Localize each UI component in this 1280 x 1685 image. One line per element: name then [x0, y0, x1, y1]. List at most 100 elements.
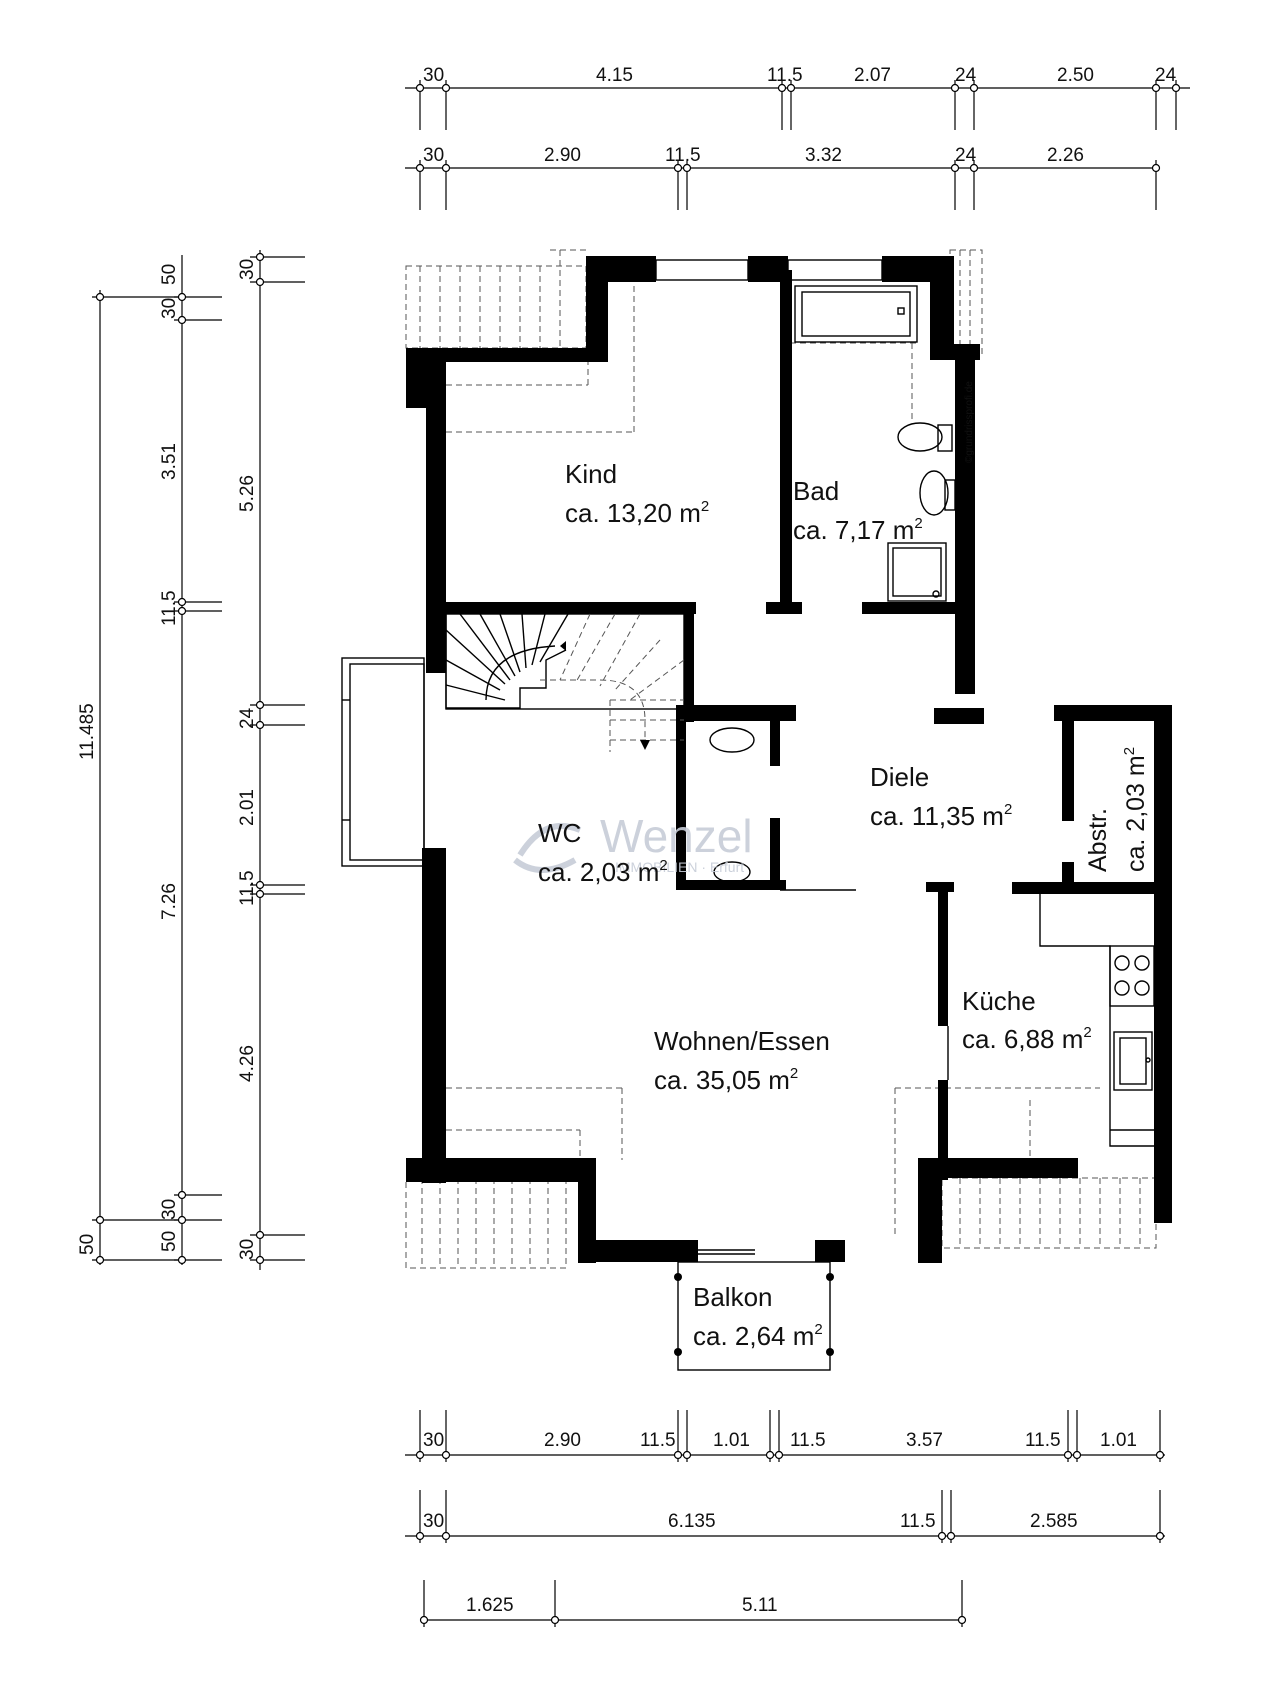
dim-label: 11.5: [790, 1430, 826, 1451]
dim-label: 24: [955, 65, 977, 86]
left-dimension-outer: 11.485 50: [77, 290, 180, 1265]
dim-label: 2.90: [544, 145, 581, 166]
walls: [406, 256, 1172, 1263]
dim-label: 50: [77, 1234, 98, 1255]
watermark: Wenzel IMMOBILIEN · Erfurt: [513, 810, 753, 875]
dim-label: 4.26: [237, 1045, 258, 1082]
dim-label: 2.01: [237, 789, 258, 826]
copyright-label: ©grundrissprofi.de: [964, 381, 975, 463]
dim-label: 2.07: [854, 65, 891, 86]
stove-burner-icon: [1114, 980, 1130, 996]
dim-label: 3.57: [906, 1430, 943, 1451]
dim-label: 50: [159, 264, 180, 285]
dim-label: 5.26: [237, 475, 258, 512]
dim-label: 24: [955, 145, 977, 166]
room-label-wc: WC ca. 2,03 m2: [538, 818, 668, 887]
wc-fixtures: [709, 727, 856, 891]
room-label-diele: Diele ca. 11,35 m2: [870, 762, 1012, 831]
sink-icon: [897, 422, 943, 452]
area-unit-sup: 2: [1121, 747, 1138, 755]
dim-label: 3.51: [159, 443, 180, 480]
svg-text:ca. 2,03 m2: ca. 2,03 m2: [538, 857, 668, 887]
area-unit-sup: 2: [914, 515, 922, 532]
svg-text:ca. 6,88 m2: ca. 6,88 m2: [962, 1024, 1092, 1054]
top-dimension-row-1: 30 4.15 11.5 2.07 24 2.50 24: [405, 65, 1190, 130]
room-name: WC: [538, 818, 581, 848]
dim-label: 30: [237, 1239, 258, 1260]
room-name: Abstr.: [1084, 808, 1112, 872]
dim-label: 50: [159, 1231, 180, 1252]
dim-label: 30: [423, 1430, 444, 1451]
room-name: Kind: [565, 459, 617, 489]
dim-label: 11.5: [900, 1511, 936, 1532]
room-name: Küche: [962, 986, 1036, 1016]
stove-burner-icon: [1114, 955, 1130, 971]
room-label-abstr: Abstr. ca. 2,03 m2: [1084, 747, 1150, 872]
room-name: Bad: [793, 476, 839, 506]
area-unit-sup: 2: [1004, 801, 1012, 818]
room-area: ca. 2,03 m: [538, 857, 659, 887]
area-unit-sup: 2: [659, 857, 667, 874]
dim-label: 30: [423, 1511, 444, 1532]
svg-text:ca. 11,35 m2: ca. 11,35 m2: [870, 801, 1012, 831]
room-area: ca. 11,35 m: [870, 801, 1004, 831]
area-unit-sup: 2: [1083, 1024, 1091, 1041]
svg-text:ca. 2,03 m2: ca. 2,03 m2: [1121, 747, 1150, 872]
svg-text:ca. 2,64 m2: ca. 2,64 m2: [693, 1321, 823, 1351]
dim-label: 24: [1155, 65, 1177, 86]
toilet-icon: [713, 861, 751, 883]
area-unit-sup: 2: [814, 1321, 822, 1338]
dim-label: 30: [423, 145, 444, 166]
stove-burner-icon: [1134, 955, 1150, 971]
balcony: [674, 1249, 834, 1371]
svg-text:ca. 13,20 m2: ca. 13,20 m2: [565, 498, 709, 528]
dim-label: 2.26: [1047, 145, 1084, 166]
bottom-dimension-row-1: 30 2.90 11.5 1.01 11.5 3.57 11.5 1.01: [405, 1410, 1165, 1462]
shower-icon: [887, 542, 947, 602]
dim-label: 2.585: [1030, 1511, 1078, 1532]
dim-label: 1.625: [466, 1595, 514, 1616]
stove-burner-icon: [1134, 980, 1150, 996]
dim-label: 30: [237, 259, 258, 280]
watermark-brand: Wenzel: [600, 810, 753, 862]
room-area: ca. 7,17 m: [793, 515, 914, 545]
room-name: Balkon: [693, 1282, 773, 1312]
dim-label: 11.5: [640, 1430, 676, 1451]
room-label-balkon: Balkon ca. 2,64 m2: [693, 1282, 823, 1351]
room-name: Wohnen/Essen: [654, 1026, 830, 1056]
dim-label: 5.11: [742, 1595, 778, 1616]
left-dimension-inner: 30 5.26 24 2.01 11.5 4.26 30: [237, 250, 305, 1270]
bay-window: [341, 657, 425, 867]
room-area: ca. 35,05 m: [654, 1065, 790, 1095]
dim-label: 2.90: [544, 1430, 581, 1451]
top-window: [655, 259, 883, 281]
dim-label: 11.5: [1025, 1430, 1061, 1451]
kitchen-fixtures: [947, 894, 1155, 1147]
dim-label: 11.5: [159, 590, 180, 626]
area-unit-sup: 2: [701, 498, 709, 515]
room-area: ca. 6,88 m: [962, 1024, 1083, 1054]
bottom-dimension-row-3: 1.625 5.11: [419, 1580, 967, 1627]
dim-label: 3.32: [805, 145, 842, 166]
dim-label: 11.485: [77, 703, 98, 760]
room-area: ca. 2,64 m: [693, 1321, 814, 1351]
room-label-kueche: Küche ca. 6,88 m2: [962, 986, 1092, 1054]
room-label-wohnen: Wohnen/Essen ca. 35,05 m2: [654, 1026, 830, 1095]
dim-label: 2.50: [1057, 65, 1094, 86]
dim-label: 4.15: [596, 65, 633, 86]
dim-label: 6.135: [668, 1511, 716, 1532]
dim-label: 30: [159, 298, 180, 319]
room-label-kind: Kind ca. 13,20 m2: [565, 459, 709, 528]
toilet-icon: [919, 470, 949, 516]
room-name: Diele: [870, 762, 929, 792]
dim-label: 1.01: [1100, 1430, 1137, 1451]
top-dimension-row-2: 30 2.90 11.5 3.32 24 2.26: [405, 145, 1161, 210]
dim-label: 1.01: [713, 1430, 750, 1451]
bath-fixtures: [794, 285, 956, 602]
dim-label: 7.26: [159, 883, 180, 920]
dim-label: 30: [423, 65, 444, 86]
sink-icon: [709, 727, 755, 753]
staircase: [445, 613, 685, 752]
watermark-subtitle: IMMOBILIEN · Erfurt: [615, 859, 744, 875]
area-unit-sup: 2: [790, 1065, 798, 1082]
